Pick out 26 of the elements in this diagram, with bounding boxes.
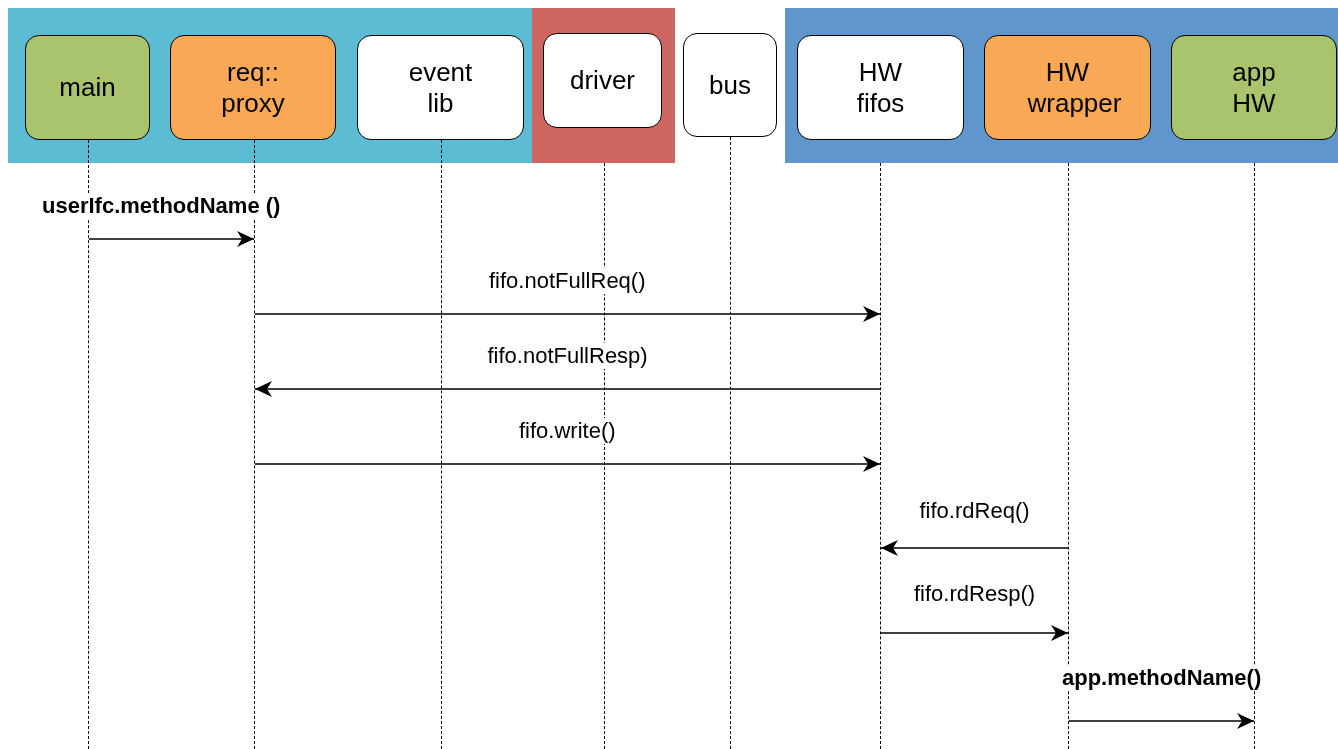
group-band [785, 8, 1338, 163]
message-arrow [254, 306, 881, 322]
lifeline [441, 140, 442, 749]
lifeline-head-box: driver [543, 33, 662, 128]
group-band [8, 8, 532, 163]
message-label: fifo.notFullReq() [487, 268, 648, 294]
lifeline-head-box: HW wrapper [984, 35, 1151, 140]
lifeline-head-box: app HW [1171, 35, 1337, 140]
message-label: userIfc.methodName () [40, 193, 283, 219]
message-arrow [88, 231, 255, 247]
lifeline-head-box: main [25, 35, 150, 140]
message-arrow [254, 456, 881, 472]
lifeline [730, 137, 731, 749]
message-arrow [880, 540, 1069, 556]
lifeline-head-box: req:: proxy [170, 35, 336, 140]
lifeline-head-box: event lib [357, 35, 524, 140]
lifeline-head-box: bus [683, 33, 777, 137]
group-band [532, 8, 675, 163]
message-label: fifo.notFullResp) [485, 343, 650, 369]
message-arrow [880, 625, 1069, 641]
message-arrow [254, 381, 881, 397]
message-arrow [1068, 713, 1255, 729]
lifeline [880, 163, 881, 749]
message-label: app.methodName() [1060, 665, 1264, 691]
message-label: fifo.write() [517, 418, 618, 444]
lifeline-head-box: HW fifos [797, 35, 964, 140]
